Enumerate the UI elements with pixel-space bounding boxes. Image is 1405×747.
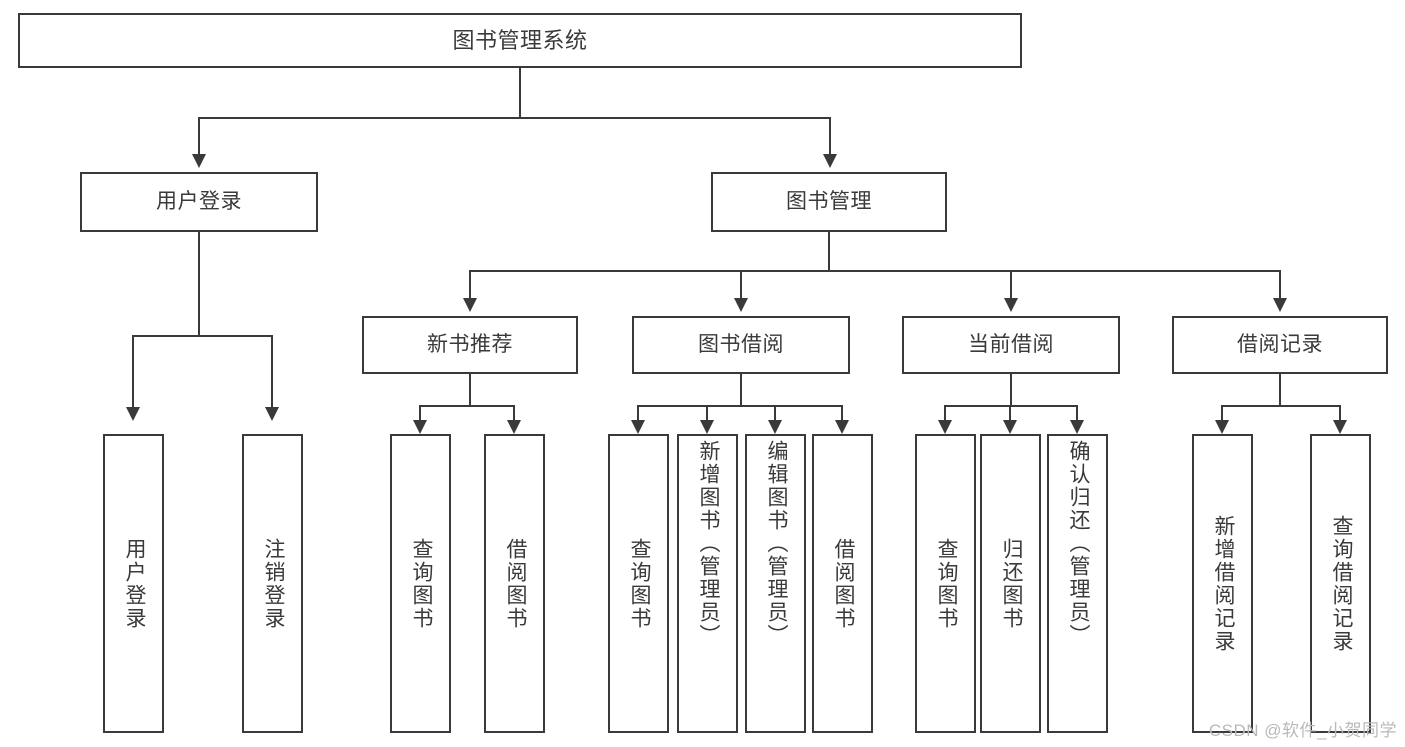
arrow-to-borrow-record <box>1273 298 1287 312</box>
node-label: 借阅记录 <box>1237 332 1323 356</box>
leaf-query-book-borrow: 查询图书 <box>608 434 669 733</box>
connector-drop-book-borrow <box>740 270 742 300</box>
connector-new-book-stem <box>469 374 471 406</box>
node-label: 查询图书 <box>409 537 433 630</box>
connector-borrow-record-bar <box>1221 405 1340 407</box>
node-current-borrow: 当前借阅 <box>902 316 1120 374</box>
leaf-query-book-newbook: 查询图书 <box>390 434 451 733</box>
node-label: 用户登录 <box>156 189 242 213</box>
connector-root-bar <box>198 117 831 119</box>
connector-user-login-bar <box>132 335 273 337</box>
connector-user-login-right-drop <box>271 335 273 409</box>
connector-new-book-drop-1 <box>419 405 421 423</box>
leaf-logout: 注销登录 <box>242 434 303 733</box>
leaf-query-book-current: 查询图书 <box>915 434 976 733</box>
arrow-to-leaf-return-book <box>1003 420 1017 434</box>
connector-drop-current-borrow <box>1010 270 1012 300</box>
arrow-to-new-book <box>463 298 477 312</box>
node-label: 用户登录 <box>122 537 146 630</box>
leaf-add-borrow-record: 新增借阅记录 <box>1192 434 1253 733</box>
node-label: 图书借阅 <box>698 332 784 356</box>
leaf-borrow-book-borrow: 借阅图书 <box>812 434 873 733</box>
connector-book-mgmt-stem <box>828 232 830 271</box>
leaf-borrow-book-newbook: 借阅图书 <box>484 434 545 733</box>
node-label: 借阅图书 <box>831 537 855 630</box>
node-label: 借阅图书 <box>503 537 527 630</box>
arrow-root-to-user-login <box>192 154 206 168</box>
arrow-to-current-borrow <box>1004 298 1018 312</box>
node-new-book-recommend: 新书推荐 <box>362 316 578 374</box>
connector-borrow-record-drop-2 <box>1339 405 1341 423</box>
leaf-add-book-admin: 新增图书（管理员） <box>677 434 738 733</box>
connector-new-book-drop-2 <box>513 405 515 423</box>
connector-root-stem <box>519 68 521 118</box>
arrow-to-leaf-confirm-return <box>1070 420 1084 434</box>
node-label: 归还图书 <box>999 537 1023 630</box>
node-label: 图书管理 <box>786 189 872 213</box>
node-root-system: 图书管理系统 <box>18 13 1022 68</box>
connector-borrow-record-stem <box>1279 374 1281 406</box>
leaf-return-book: 归还图书 <box>980 434 1041 733</box>
connector-book-borrow-stem <box>740 374 742 406</box>
arrow-to-leaf-borrow-book-1 <box>507 420 521 434</box>
arrow-to-leaf-query-book-2 <box>631 420 645 434</box>
node-label: 查询借阅记录 <box>1329 514 1353 653</box>
arrow-to-leaf-logout <box>265 407 279 421</box>
arrow-root-to-book-mgmt <box>823 154 837 168</box>
connector-current-borrow-drop-3 <box>1076 405 1078 423</box>
watermark: CSDN @软件_小贺同学 <box>1208 721 1397 740</box>
leaf-user-login: 用户登录 <box>103 434 164 733</box>
leaf-confirm-return-admin: 确认归还（管理员） <box>1047 434 1108 733</box>
node-label: 注销登录 <box>261 537 285 630</box>
node-label: 图书管理系统 <box>452 27 588 53</box>
connector-user-login-stem <box>198 232 200 336</box>
connector-book-borrow-drop-4 <box>841 405 843 423</box>
connector-borrow-record-drop-1 <box>1221 405 1223 423</box>
arrow-to-book-borrow <box>734 298 748 312</box>
node-book-management: 图书管理 <box>711 172 947 232</box>
node-label: 新增借阅记录 <box>1211 514 1235 653</box>
node-label: 查询图书 <box>934 537 958 630</box>
arrow-to-leaf-query-record <box>1333 420 1347 434</box>
connector-current-borrow-drop-2 <box>1009 405 1011 423</box>
connector-root-to-book-mgmt <box>829 117 831 156</box>
connector-current-borrow-stem <box>1010 374 1012 406</box>
connector-current-borrow-drop-1 <box>944 405 946 423</box>
arrow-to-leaf-borrow-book-2 <box>835 420 849 434</box>
connector-drop-new-book <box>469 270 471 300</box>
connector-book-borrow-bar <box>637 405 842 407</box>
node-label: 当前借阅 <box>968 332 1054 356</box>
node-label: 确认归还（管理员） <box>1066 440 1090 647</box>
node-label: 查询图书 <box>627 537 651 630</box>
connector-root-to-user-login <box>198 117 200 156</box>
connector-book-borrow-drop-2 <box>706 405 708 423</box>
connector-book-borrow-drop-1 <box>637 405 639 423</box>
arrow-to-leaf-query-book-1 <box>413 420 427 434</box>
node-user-login: 用户登录 <box>80 172 318 232</box>
node-label: 编辑图书（管理员） <box>764 440 788 647</box>
connector-user-login-left-drop <box>132 335 134 409</box>
node-borrow-record: 借阅记录 <box>1172 316 1388 374</box>
arrow-to-leaf-add-record <box>1215 420 1229 434</box>
arrow-to-leaf-edit-book <box>768 420 782 434</box>
node-label: 新增图书（管理员） <box>696 440 720 647</box>
node-label: 新书推荐 <box>427 332 513 356</box>
arrow-to-leaf-user-login <box>126 407 140 421</box>
leaf-edit-book-admin: 编辑图书（管理员） <box>745 434 806 733</box>
connector-book-borrow-drop-3 <box>774 405 776 423</box>
arrow-to-leaf-add-book <box>700 420 714 434</box>
leaf-query-borrow-record: 查询借阅记录 <box>1310 434 1371 733</box>
arrow-to-leaf-query-book-3 <box>938 420 952 434</box>
connector-book-mgmt-bar <box>469 270 1280 272</box>
connector-new-book-bar <box>419 405 515 407</box>
node-book-borrow: 图书借阅 <box>632 316 850 374</box>
connector-drop-borrow-record <box>1279 270 1281 300</box>
